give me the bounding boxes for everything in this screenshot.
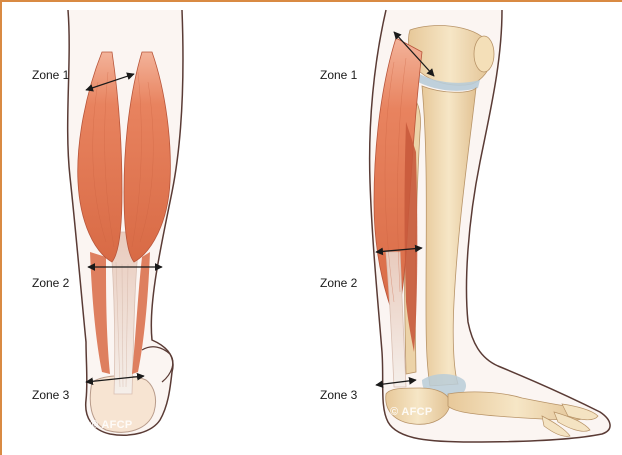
lateral-watermark: © AFCP: [390, 406, 433, 418]
lateral-patella: [474, 36, 494, 72]
posterior-zone2-label: Zone 2: [32, 276, 69, 290]
lateral-zone2-label: Zone 2: [320, 276, 357, 290]
posterior-zone3-label: Zone 3: [32, 388, 69, 402]
posterior-zone1-label: Zone 1: [32, 68, 69, 82]
lateral-zone1-label: Zone 1: [320, 68, 357, 82]
posterior-leg: [68, 10, 183, 435]
posterior-watermark: © AFCP: [90, 419, 133, 431]
lateral-zone3-label: Zone 3: [320, 388, 357, 402]
lateral-leg: [370, 10, 610, 442]
